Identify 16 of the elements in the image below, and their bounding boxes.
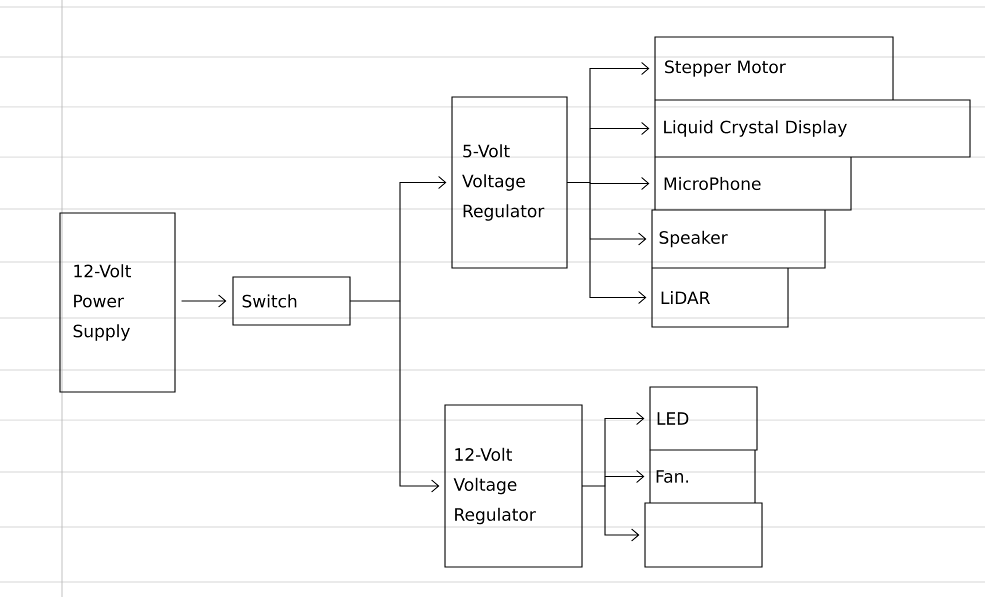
block-box: Stepper Motor <box>654 36 894 101</box>
arrow <box>182 294 226 308</box>
block-box: Speaker <box>651 209 826 269</box>
block-box: Switch <box>232 276 351 326</box>
block-box: 12-Volt Voltage Regulator <box>444 404 583 568</box>
block-box: Fan. <box>649 449 756 504</box>
empty-box <box>644 502 763 568</box>
block-box: Liquid Crystal Display <box>654 99 971 158</box>
block-box: LED <box>649 386 758 451</box>
block-box: LiDAR <box>651 267 789 328</box>
arrow <box>350 300 440 492</box>
arrow <box>568 182 646 304</box>
arrow <box>582 485 640 542</box>
block-box: MicroPhone <box>654 156 852 211</box>
block-box: 12-Volt Power Supply <box>59 212 176 393</box>
block-box: 5-Volt Voltage Regulator <box>451 96 568 269</box>
